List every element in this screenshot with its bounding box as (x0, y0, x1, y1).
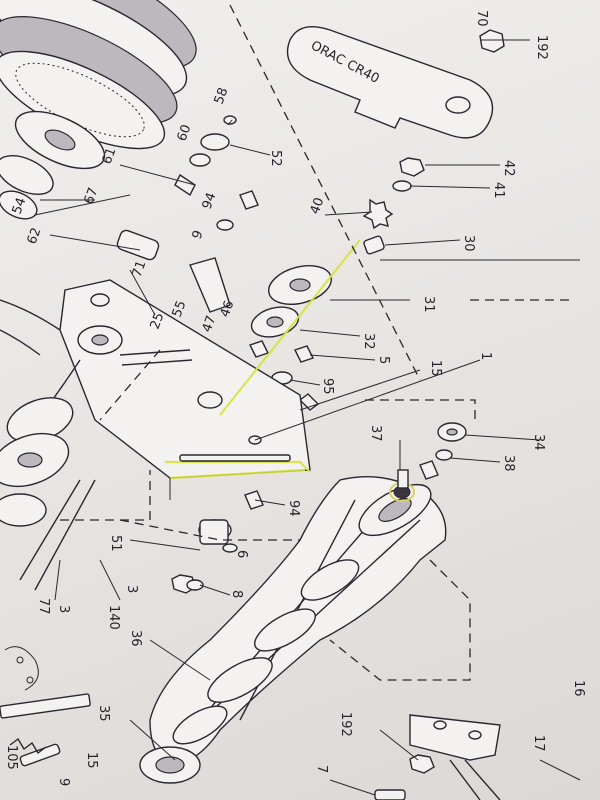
callout-31: 31 (421, 296, 436, 313)
stamped-plate: ORAC CR40 (286, 26, 494, 139)
callout-6: 6 (234, 550, 249, 558)
callout-9-lower: 9 (56, 778, 71, 786)
callout-25: 25 (148, 311, 168, 332)
callout-55: 55 (170, 299, 190, 320)
callout-58: 58 (212, 86, 232, 107)
callout-35: 35 (96, 705, 111, 722)
callout-38: 38 (501, 455, 516, 472)
callout-8: 8 (229, 590, 244, 598)
callout-67: 67 (82, 186, 102, 207)
callout-1: 1 (478, 352, 493, 360)
callout-15-lower: 15 (84, 752, 99, 769)
callout-32: 32 (361, 333, 376, 350)
leader-lines (34, 39, 581, 796)
callout-62: 62 (25, 226, 45, 247)
callout-70: 70 (474, 10, 489, 27)
callout-36: 36 (128, 630, 143, 647)
callout-3-left: 3 (56, 605, 71, 613)
callout-77: 77 (36, 598, 51, 615)
callout-7: 7 (314, 765, 329, 773)
assembly-boundary (60, 4, 570, 681)
callout-105: 105 (4, 745, 19, 770)
callout-52: 52 (268, 150, 283, 167)
callout-47: 47 (200, 314, 220, 335)
callout-54: 54 (10, 196, 30, 217)
callout-5: 5 (376, 356, 391, 364)
callout-9: 9 (190, 228, 207, 241)
callout-34: 34 (531, 434, 546, 451)
callout-71: 71 (130, 259, 150, 280)
callout-95: 95 (320, 378, 335, 395)
callout-16: 16 (571, 680, 586, 697)
callout-192-lower: 192 (338, 712, 353, 737)
callout-42: 42 (501, 160, 516, 177)
callout-94: 94 (200, 191, 220, 212)
callout-51: 51 (108, 535, 123, 552)
callout-140: 140 (106, 605, 121, 630)
callout-41: 41 (491, 182, 506, 199)
callout-60: 60 (175, 123, 195, 144)
mounting-plate (59, 239, 361, 480)
gear-stack (0, 0, 197, 220)
callout-37: 37 (368, 425, 383, 442)
callout-46: 46 (218, 299, 238, 320)
callout-94-lower: 94 (286, 500, 301, 517)
shaft-assembly (139, 469, 447, 784)
part-callouts: 70 192 58 60 52 42 61 41 54 67 94 40 9 3… (4, 10, 586, 786)
callout-15: 15 (428, 360, 443, 377)
callout-61: 61 (100, 146, 120, 167)
callout-192: 192 (534, 35, 549, 60)
callout-40: 40 (308, 196, 328, 217)
callout-30: 30 (461, 235, 476, 252)
callout-17: 17 (531, 735, 546, 752)
bracket (409, 714, 501, 800)
hardware-parts (19, 29, 505, 800)
callout-3: 3 (124, 585, 139, 593)
left-mechanism (0, 299, 193, 755)
